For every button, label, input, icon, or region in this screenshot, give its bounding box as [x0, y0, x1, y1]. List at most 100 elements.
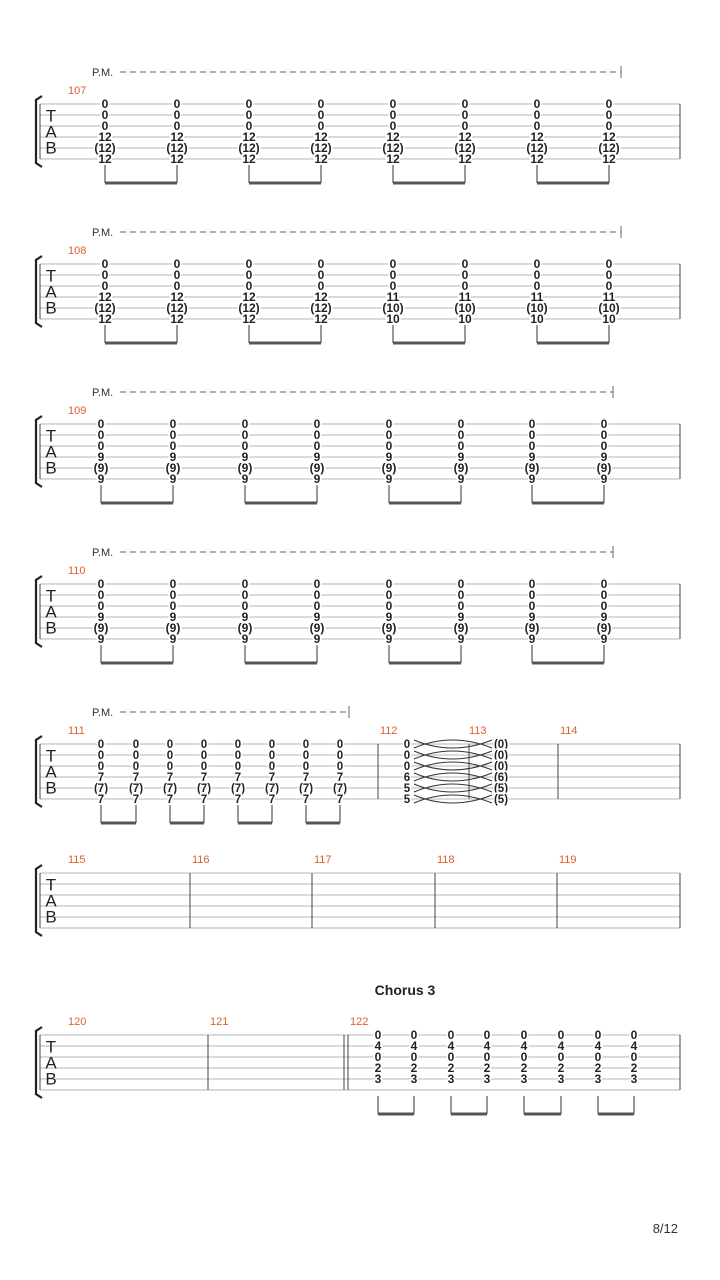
- fret-number: 0: [386, 577, 393, 591]
- measure-number: 115: [68, 854, 86, 866]
- fret-number: 0: [235, 761, 241, 773]
- fret-number: 0: [133, 750, 139, 762]
- fret-number: 9: [601, 632, 608, 646]
- fret-number: 12: [530, 152, 544, 166]
- fret-number: 12: [98, 290, 112, 304]
- fret-number: 10: [602, 312, 616, 326]
- fret-number: 0: [318, 257, 325, 271]
- fret-number: 0: [318, 97, 325, 111]
- fret-number: 0: [98, 588, 105, 602]
- palm-mute-label: P.M.: [92, 547, 113, 559]
- fret-number: 0: [98, 577, 105, 591]
- fret-number: (9): [454, 621, 469, 635]
- fret-number: 0: [314, 439, 321, 453]
- fret-number: (9): [525, 461, 540, 475]
- fret-number: 0: [534, 97, 541, 111]
- system-bracket: [34, 255, 43, 328]
- fret-number: 0: [174, 268, 181, 282]
- fret-number: 9: [529, 632, 536, 646]
- fret-number: 10: [386, 312, 400, 326]
- fret-number: 7: [133, 794, 139, 806]
- fret-number: 0: [375, 1050, 382, 1064]
- fret-number: 0: [314, 417, 321, 431]
- fret-number: 0: [484, 1028, 491, 1042]
- fret-number: (7): [163, 783, 177, 795]
- fret-number: 11: [603, 290, 616, 304]
- tie-arc: [413, 783, 493, 793]
- fret-number: 12: [170, 290, 184, 304]
- fret-number: 12: [242, 152, 256, 166]
- fret-number: 12: [458, 152, 472, 166]
- fret-number: 0: [404, 761, 410, 773]
- fret-number: 9: [170, 450, 177, 464]
- fret-number: 9: [386, 472, 393, 486]
- fret-number: 9: [314, 472, 321, 486]
- fret-number: 0: [534, 108, 541, 122]
- fret-number: 0: [98, 761, 104, 773]
- fret-number: 0: [174, 97, 181, 111]
- fret-number: 0: [201, 750, 207, 762]
- fret-number: 0: [269, 739, 275, 751]
- fret-number: 3: [375, 1072, 382, 1086]
- fret-number: 6: [404, 772, 410, 784]
- fret-number: (5): [494, 783, 508, 795]
- fret-number: 9: [98, 610, 105, 624]
- fret-number: 0: [235, 739, 241, 751]
- fret-number: 0: [318, 108, 325, 122]
- fret-number: 9: [170, 610, 177, 624]
- fret-number: 9: [458, 472, 465, 486]
- system-bracket: [34, 735, 43, 808]
- fret-number: 0: [303, 761, 309, 773]
- fret-number: 0: [201, 761, 207, 773]
- fret-number: 0: [390, 119, 397, 133]
- tie-arc: [413, 761, 493, 771]
- fret-number: 12: [242, 312, 256, 326]
- fret-number: 0: [534, 268, 541, 282]
- fret-number: 0: [448, 1050, 455, 1064]
- fret-number: 0: [246, 268, 253, 282]
- fret-number: 3: [558, 1072, 565, 1086]
- fret-number: 0: [102, 119, 109, 133]
- fret-number: 0: [242, 417, 249, 431]
- fret-number: 9: [529, 472, 536, 486]
- fret-number: (9): [382, 621, 397, 635]
- fret-number: 0: [458, 588, 465, 602]
- fret-number: 0: [167, 739, 173, 751]
- fret-number: 12: [98, 130, 112, 144]
- fret-number: 0: [601, 588, 608, 602]
- fret-number: 7: [337, 794, 343, 806]
- fret-number: 2: [521, 1061, 528, 1075]
- tie-arc: [413, 772, 493, 782]
- fret-number: 0: [601, 428, 608, 442]
- fret-number: 9: [170, 472, 177, 486]
- fret-number: 0: [390, 108, 397, 122]
- fret-number: 5: [404, 783, 411, 795]
- fret-number: 0: [98, 428, 105, 442]
- fret-number: 0: [246, 108, 253, 122]
- fret-number: 12: [170, 312, 184, 326]
- fret-number: 7: [133, 772, 139, 784]
- fret-number: (12): [454, 141, 475, 155]
- fret-number: 0: [102, 257, 109, 271]
- fret-number: 0: [337, 761, 343, 773]
- measure-number: 120: [68, 1016, 86, 1028]
- fret-number: 0: [521, 1028, 528, 1042]
- fret-number: (10): [598, 301, 619, 315]
- tab-clef-letter: A: [45, 603, 57, 622]
- page-number: 8/12: [652, 1221, 678, 1236]
- fret-number: 0: [133, 739, 139, 751]
- fret-number: 11: [459, 290, 472, 304]
- fret-number: 0: [314, 599, 321, 613]
- fret-number: 0: [462, 279, 469, 293]
- fret-number: 12: [98, 152, 112, 166]
- fret-number: 4: [448, 1039, 455, 1053]
- fret-number: 7: [98, 772, 104, 784]
- fret-number: (9): [238, 621, 253, 635]
- fret-number: 0: [303, 750, 309, 762]
- fret-number: 0: [404, 750, 410, 762]
- fret-number: 12: [386, 130, 400, 144]
- measure-number: 107: [68, 85, 86, 97]
- fret-number: (10): [526, 301, 547, 315]
